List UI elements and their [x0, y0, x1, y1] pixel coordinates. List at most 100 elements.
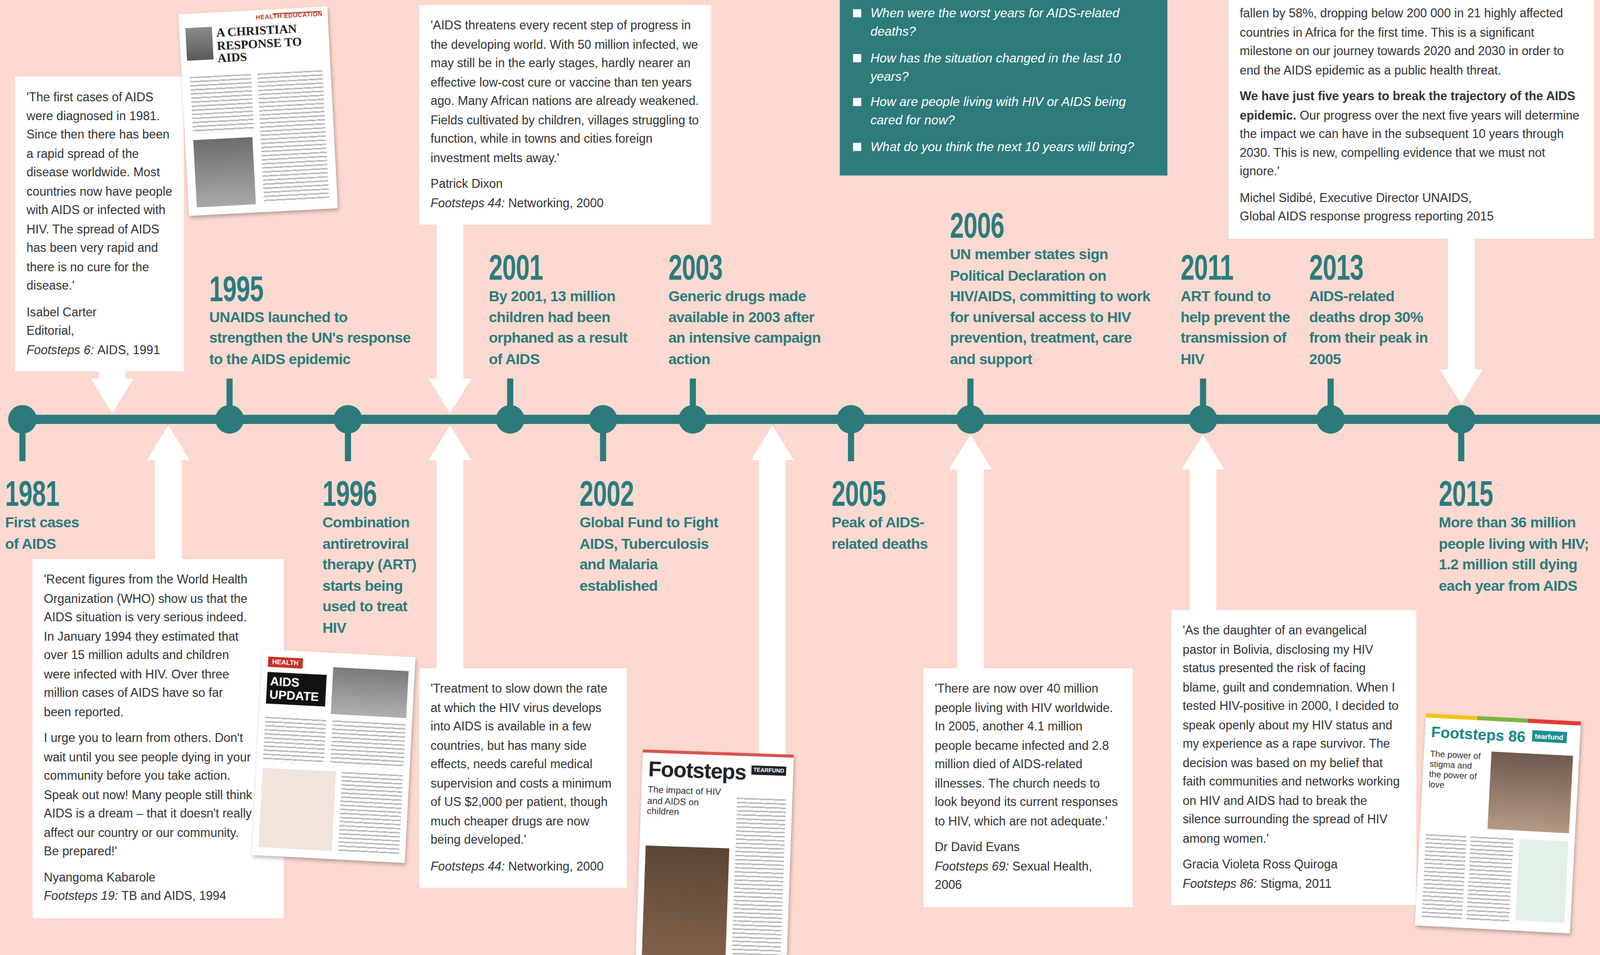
cover-logo: tearfund	[1531, 730, 1567, 744]
timeline-dot	[8, 405, 37, 434]
timeline-event: 2011ART found to help prevent the transm…	[1180, 248, 1303, 369]
quote-author: Editorial,	[26, 321, 174, 341]
timeline-event: 2015More than 36 million people living w…	[1438, 475, 1595, 596]
pointer-arrow	[1181, 434, 1225, 617]
source-title: Footsteps 19:	[44, 888, 119, 904]
source-title: Footsteps 69:	[934, 858, 1009, 873]
event-description: First cases of AIDS	[5, 512, 95, 555]
magazine-cover: HEALTH EDUCATIONA CHRISTIAN RESPONSE TO …	[178, 6, 338, 216]
event-description: UN member states sign Political Declarat…	[949, 244, 1154, 370]
magazine-cover: FootstepsTEARFUNDThe impact of HIV and A…	[634, 749, 794, 955]
pointer-arrow	[90, 365, 134, 413]
magazine-cover: Footsteps 86 tearfundThe power of stigma …	[1414, 713, 1581, 934]
timeline-marks	[8, 378, 1476, 462]
event-year: 2003	[668, 248, 780, 286]
event-description: AIDS-related deaths drop 30% from their …	[1309, 285, 1430, 369]
quote-box: 'There are now over 40 million people li…	[923, 668, 1133, 907]
source-title: Footsteps 86:	[1182, 875, 1257, 890]
timeline-event: 1981First cases of AIDS	[5, 475, 95, 555]
quote-author: Isabel Carter	[26, 302, 174, 322]
pointer-arrow	[1439, 232, 1483, 405]
source-title: Footsteps 44:	[430, 195, 505, 210]
source-detail: Stigma, 2011	[1260, 875, 1332, 890]
source-detail: Networking, 2000	[508, 195, 605, 210]
quote-text: fallen by 58%, dropping below 200 000 in…	[1240, 4, 1582, 80]
timeline-dot	[1316, 405, 1345, 434]
cover-title: A CHRISTIAN RESPONSE TO AIDS	[215, 20, 324, 65]
timeline-event: 1996Combination antiretroviral therapy (…	[322, 475, 429, 638]
event-year: 2011	[1180, 248, 1267, 286]
quote-text: 'There are now over 40 million people li…	[934, 679, 1121, 831]
event-year: 2005	[831, 475, 907, 513]
quote-text: 'The first cases of AIDS were diagnosed …	[26, 87, 174, 296]
timeline-event: 2006UN member states sign Political Decl…	[949, 207, 1154, 370]
quote-text: 'Treatment to slow down the rate at whic…	[430, 679, 615, 850]
quote-text: I urge you to learn from others. Don't w…	[44, 728, 254, 861]
pointer-arrow	[428, 425, 472, 675]
timeline-event: 2003Generic drugs made available in 2003…	[668, 248, 827, 369]
timeline-dot	[678, 405, 707, 434]
event-year: 1981	[5, 475, 69, 513]
event-year: 1996	[322, 475, 397, 513]
event-description: Combination antiretroviral therapy (ART)…	[322, 512, 429, 638]
timeline-event: 2005Peak of AIDS-related deaths	[831, 475, 938, 555]
event-description: More than 36 million people living with …	[1438, 512, 1595, 596]
quote-text: 'AIDS threatens every recent step of pro…	[430, 16, 699, 168]
quote-author: Gracia Violeta Ross Quiroga	[1182, 855, 1405, 875]
pointer-arrow	[146, 425, 190, 566]
timeline-bar	[22, 414, 1600, 425]
timeline-event: 1995UNAIDS launched to strengthen the UN…	[209, 269, 422, 370]
pointer-arrow	[750, 425, 794, 759]
cover-subtitle: The power of stigma and the power of lov…	[1428, 748, 1484, 792]
question-item: How are people living with HIV or AIDS b…	[870, 92, 1154, 130]
cover-title: Footsteps 86	[1431, 723, 1527, 746]
timeline-event: 2001By 2001, 13 million children had bee…	[488, 248, 638, 369]
question-item: What do you think the next 10 years will…	[870, 137, 1154, 156]
cover-title: Footsteps	[648, 756, 747, 785]
question-item: How has the situation changed in the las…	[870, 48, 1154, 86]
event-year: 2002	[579, 475, 688, 513]
timeline-event: 2002Global Fund to Fight AIDS, Tuberculo…	[579, 475, 735, 596]
quote-box: fallen by 58%, dropping below 200 000 in…	[1228, 0, 1594, 239]
quote-author: Nyangoma Kabarole	[44, 867, 254, 887]
timeline-dot	[495, 405, 525, 434]
event-description: Global Fund to Fight AIDS, Tuberculosis …	[579, 512, 735, 596]
timeline-dot	[1446, 405, 1476, 434]
cover-subtitle: The impact of HIV and AIDS on children	[646, 784, 730, 820]
question-box: When were the worst years for AIDS-relat…	[839, 0, 1168, 176]
quote-box: 'Recent figures from the World Health Or…	[32, 559, 284, 918]
source-detail: AIDS, 1991	[97, 342, 161, 357]
timeline-dot	[333, 405, 363, 434]
event-year: 2013	[1309, 248, 1394, 286]
quote-text: 'As the daughter of an evangelical pasto…	[1182, 621, 1405, 849]
event-year: 2015	[1438, 475, 1548, 513]
magazine-cover: HEALTH AIDS UPDATE	[251, 649, 416, 864]
event-year: 1995	[209, 269, 358, 307]
quote-box: 'The first cases of AIDS were diagnosed …	[15, 76, 184, 372]
event-description: ART found to help prevent the transmissi…	[1180, 285, 1303, 369]
event-year: 2006	[949, 207, 1093, 245]
timeline-event: 2013AIDS-related deaths drop 30% from th…	[1309, 248, 1430, 369]
timeline-dot	[588, 405, 618, 434]
quote-author: Dr David Evans	[934, 837, 1121, 857]
cover-title: AIDS UPDATE	[266, 671, 327, 707]
source-title: Footsteps 6:	[26, 342, 94, 357]
event-description: Generic drugs made available in 2003 aft…	[668, 285, 827, 369]
event-description: UNAIDS launched to strengthen the UN's r…	[209, 306, 422, 370]
event-description: By 2001, 13 million children had been or…	[488, 285, 638, 369]
source-title: Footsteps 44:	[430, 858, 505, 873]
source-detail: Networking, 2000	[508, 858, 605, 873]
question-item: When were the worst years for AIDS-relat…	[870, 4, 1154, 41]
quote-author: Global AIDS response progress reporting …	[1240, 207, 1582, 227]
pointer-arrow	[948, 434, 992, 675]
timeline-dot	[956, 405, 985, 434]
quote-author: Patrick Dixon	[430, 174, 699, 194]
quote-box: 'AIDS threatens every recent step of pro…	[419, 5, 712, 225]
timeline-dot	[215, 405, 244, 434]
quote-box: 'Treatment to slow down the rate at whic…	[419, 668, 627, 888]
quote-text: 'Recent figures from the World Health Or…	[44, 570, 254, 722]
cover-tag: HEALTH	[267, 656, 303, 669]
quote-author: Michel Sidibé, Executive Director UNAIDS…	[1240, 188, 1582, 208]
